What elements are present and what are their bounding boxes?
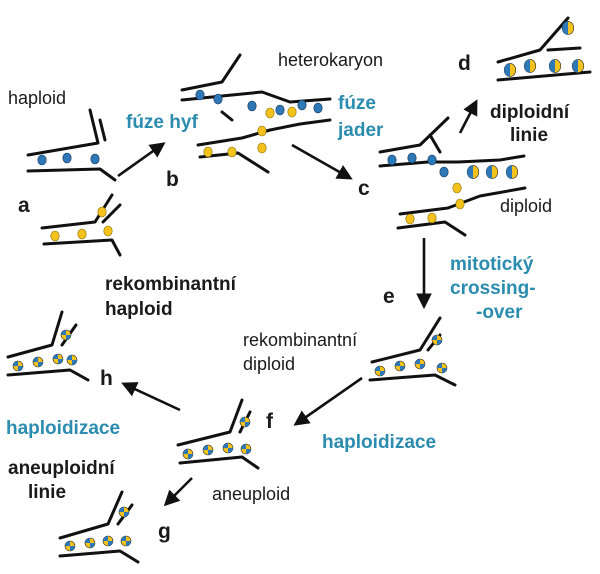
- aneuploid-line-label-2: linie: [28, 482, 66, 503]
- hyphal-fusion-label: fúze hyf: [126, 112, 198, 133]
- mitotic-crossing-label-1: mitotický: [450, 254, 534, 275]
- recombinant-diploid-label-2: diploid: [243, 354, 295, 374]
- stage-h-hyphae: [6, 310, 90, 382]
- mitotic-crossing-label-2: crossing-: [450, 278, 536, 299]
- recombinant-haploid-label-1: rekombinantní: [105, 274, 237, 295]
- stage-f-hyphae: [176, 398, 260, 470]
- stage-d-letter: d: [458, 52, 471, 75]
- diploid-label: diploid: [500, 196, 552, 216]
- haploidization-f-label: haploidizace: [322, 432, 436, 453]
- aneuploid-label: aneuploid: [212, 484, 290, 504]
- arrow-f-to-h: [121, 382, 181, 412]
- recombinant-diploid-label-1: rekombinantní: [243, 330, 357, 350]
- stage-d-hyphae: [496, 16, 592, 82]
- nuclear-fusion-label-2: jader: [337, 120, 384, 141]
- arrow-c-to-d: [458, 99, 478, 134]
- stage-e-letter: e: [383, 285, 395, 308]
- stage-h-letter: h: [100, 367, 113, 390]
- stage-g-letter: g: [158, 520, 171, 543]
- stage-c-hyphae: [378, 116, 527, 237]
- arrow-f-to-g: [163, 477, 193, 507]
- stage-e-hyphae: [368, 316, 457, 387]
- stage-b-letter: b: [166, 168, 179, 191]
- stage-a-letter: a: [18, 194, 30, 217]
- diploid-line-label-2: linie: [510, 125, 548, 146]
- stage-f-letter: f: [266, 410, 274, 433]
- haploid-label: haploid: [8, 88, 66, 108]
- recombinant-haploid-label-2: haploid: [105, 299, 173, 320]
- stage-a-hyphae: [26, 108, 122, 257]
- mitotic-crossing-label-3: -over: [476, 302, 523, 323]
- heterokaryon-label: heterokaryon: [278, 50, 383, 70]
- stage-g-hyphae: [58, 490, 140, 564]
- arrow-e-to-f: [293, 376, 363, 426]
- stage-c-letter: c: [358, 177, 370, 200]
- arrow-b-to-c: [291, 143, 353, 180]
- nuclear-fusion-label-1: fúze: [338, 93, 376, 114]
- diploid-line-label-1: diploidní: [490, 102, 570, 123]
- stage-b-hyphae: [180, 53, 332, 174]
- haploidization-h-label: haploidizace: [6, 418, 120, 439]
- aneuploid-line-label-1: aneuploidní: [8, 458, 115, 479]
- arrow-a-to-b: [117, 142, 166, 178]
